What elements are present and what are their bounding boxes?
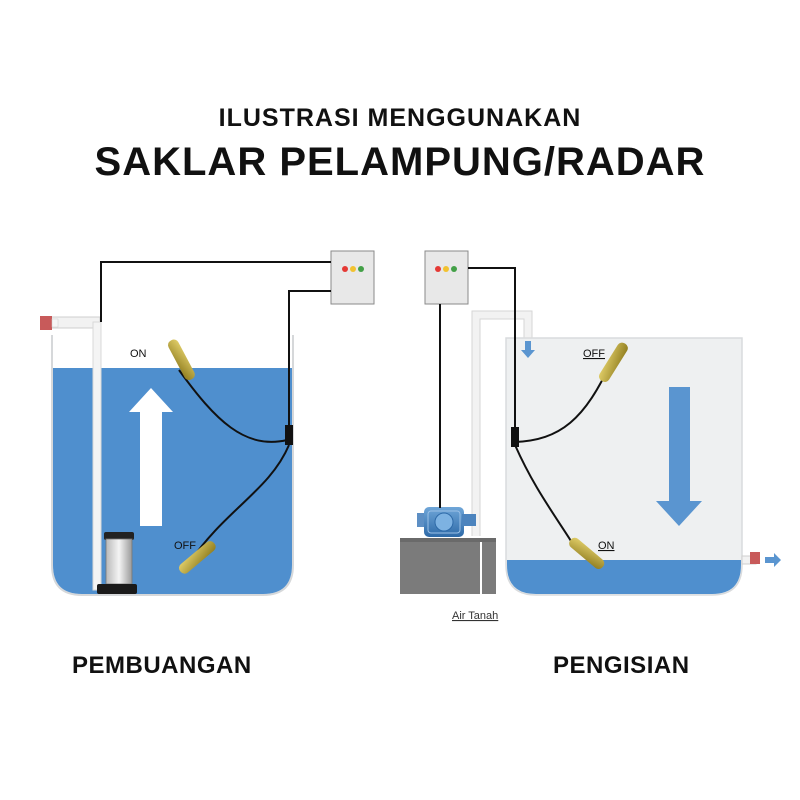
drainage-water [53, 368, 292, 594]
valve-icon [40, 316, 52, 330]
led-green-icon [358, 266, 364, 272]
cable-clamp [285, 425, 293, 445]
source-label: Air Tanah [452, 610, 498, 622]
control-box-left [330, 250, 375, 305]
led-green-icon [451, 266, 457, 272]
outlet-pipe [741, 552, 781, 567]
led-red-icon [342, 266, 348, 272]
drainage-tank [51, 335, 294, 596]
diagram-subtitle: ILUSTRASI MENGGUNAKAN [218, 104, 582, 132]
filling-water [507, 560, 741, 594]
float-switch-on-icon [168, 339, 195, 381]
supply-pipe [472, 311, 532, 536]
discharge-pipe [92, 321, 102, 591]
caption-pembuangan: PEMBUANGAN [72, 652, 252, 679]
caption-pengisian: PENGISIAN [553, 652, 690, 679]
led-red-icon [435, 266, 441, 272]
control-box-right [424, 250, 469, 305]
inflow-arrow-icon [521, 341, 535, 358]
float-switch-on-icon [569, 537, 605, 570]
float-cables-left [100, 261, 331, 563]
diagram-title: SAKLAR PELAMPUNG/RADAR [94, 140, 706, 184]
inlet-pipe [40, 316, 101, 330]
filling-tank-group: OFF ON Air Tanah [400, 250, 781, 622]
cable-clamp [511, 427, 519, 447]
arrow-up-icon [129, 388, 173, 526]
pump-platform [400, 538, 496, 594]
float-label-on: ON [598, 540, 615, 552]
led-yellow-icon [350, 266, 356, 272]
water-pump-icon [417, 507, 476, 537]
float-switch-off-icon [598, 342, 628, 382]
filling-tank-body [505, 337, 743, 596]
drainage-tank-group: ON OFF [40, 250, 375, 596]
float-label-off: OFF [583, 348, 605, 360]
float-label-off: OFF [174, 540, 196, 552]
led-yellow-icon [443, 266, 449, 272]
valve-icon [750, 552, 760, 564]
arrow-down-icon [656, 387, 702, 526]
float-switch-off-icon [178, 541, 216, 574]
submersible-pump-icon [97, 532, 137, 594]
float-label-on: ON [130, 348, 147, 360]
outflow-arrow-icon [765, 553, 781, 567]
